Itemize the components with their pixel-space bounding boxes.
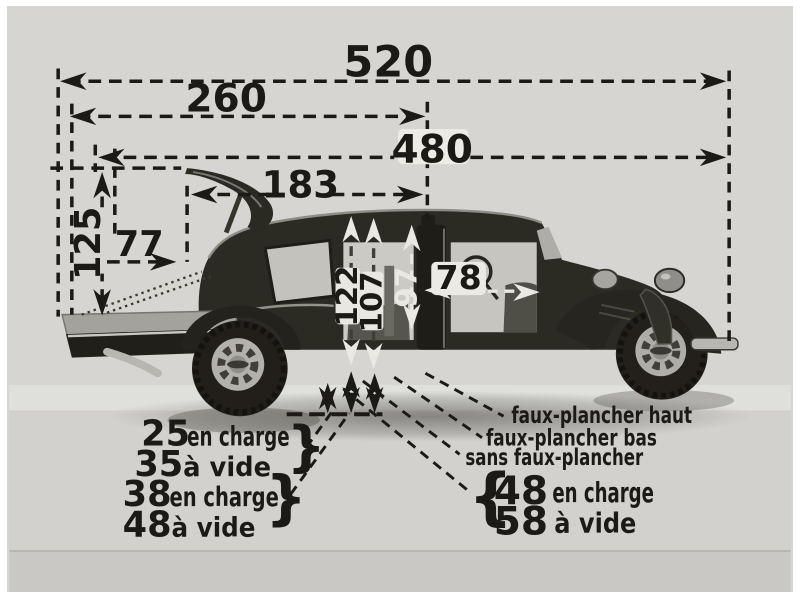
front-bumper <box>690 337 739 351</box>
label-patches <box>73 129 486 331</box>
tailgate-strut <box>223 190 245 234</box>
hood-louver-1 <box>600 303 635 313</box>
label-183: 183 <box>262 163 339 206</box>
dimension-lines <box>50 68 731 496</box>
roof-highlight <box>207 208 543 259</box>
label-faux-plancher-bas: faux-plancher bas <box>486 424 657 452</box>
note-35-text: à vide <box>183 453 271 483</box>
note-48r-value: 48 <box>494 469 548 514</box>
patch-122 <box>335 267 360 325</box>
note-25-value: 25 <box>141 413 190 454</box>
note-48r-text: en charge <box>552 478 654 509</box>
label-faux-plancher-haut: faux-plancher haut <box>511 401 692 429</box>
rear-hub-spinner <box>227 360 249 369</box>
brace-group-3: { <box>468 460 512 533</box>
note-25-text: en charge <box>187 423 290 453</box>
far-headlamp <box>591 268 619 291</box>
rear-wheel <box>191 320 288 417</box>
note-58-text: à vide <box>554 508 636 539</box>
rear-bumper <box>103 347 162 378</box>
brace-group-2: } <box>265 464 307 532</box>
front-fender <box>556 289 722 354</box>
leader-48-58 <box>342 387 472 494</box>
windshield <box>536 226 563 260</box>
patch-107 <box>359 271 384 331</box>
label-260: 260 <box>185 76 267 121</box>
brace-group-1: } <box>287 414 326 478</box>
label-sans-faux-plancher: sans faux-plancher <box>465 443 643 471</box>
hood-louver-2 <box>599 311 631 321</box>
leader-faux-plancher-bas <box>393 375 483 439</box>
beltline-trim <box>255 303 334 310</box>
label-125: 125 <box>68 207 109 280</box>
label-520: 520 <box>343 37 433 87</box>
tailgate-open <box>185 168 274 233</box>
rear-wheel-shadow <box>167 407 320 433</box>
label-480: 480 <box>391 127 473 172</box>
patch-78 <box>431 261 486 296</box>
label-122: 122 <box>330 265 364 326</box>
dimension-labels: 520 260 480 183 125 77 122 107 97 78 <box>68 37 482 332</box>
rear-fender <box>180 305 301 350</box>
rear-hub-slots <box>217 343 259 385</box>
dimension-diagram: 520 260 480 183 125 77 122 107 97 78 25 … <box>9 6 791 592</box>
floor-edge-strip <box>9 550 791 592</box>
rear-quarter-window <box>263 238 336 305</box>
platform-trim <box>67 329 238 338</box>
front-hub-spinner <box>650 346 672 355</box>
label-107: 107 <box>354 271 388 332</box>
front-hub-slots <box>641 331 681 371</box>
radiator-grille <box>639 288 673 345</box>
label-77: 77 <box>115 224 164 265</box>
label-97: 97 <box>390 267 424 308</box>
annotation-texts: 25 en charge 35 à vide } 38 en charge 48… <box>123 401 692 545</box>
note-35-value: 35 <box>134 444 183 485</box>
note-48-value: 48 <box>123 504 172 545</box>
leader-25-35 <box>305 411 333 449</box>
patch-125 <box>73 213 105 274</box>
note-48-text: à vide <box>171 513 255 543</box>
near-headlamp <box>653 267 686 294</box>
front-wheel <box>615 307 708 400</box>
label-78: 78 <box>436 258 482 297</box>
headlamp-highlight <box>660 273 671 280</box>
note-38-text: en charge <box>170 483 279 513</box>
note-58-value: 58 <box>494 499 548 544</box>
tailgate-edge-highlight <box>192 171 263 208</box>
leader-38-48 <box>289 412 351 496</box>
rear-tread <box>192 321 287 416</box>
photo-paper: 520 260 480 183 125 77 122 107 97 78 25 … <box>7 6 793 592</box>
front-wheel-shadow <box>593 389 735 412</box>
door-hinge <box>421 215 436 227</box>
note-38-value: 38 <box>123 474 172 515</box>
rear-seat-back <box>384 265 395 337</box>
patch-480 <box>398 129 469 165</box>
leader-faux-plancher-haut <box>424 371 505 418</box>
